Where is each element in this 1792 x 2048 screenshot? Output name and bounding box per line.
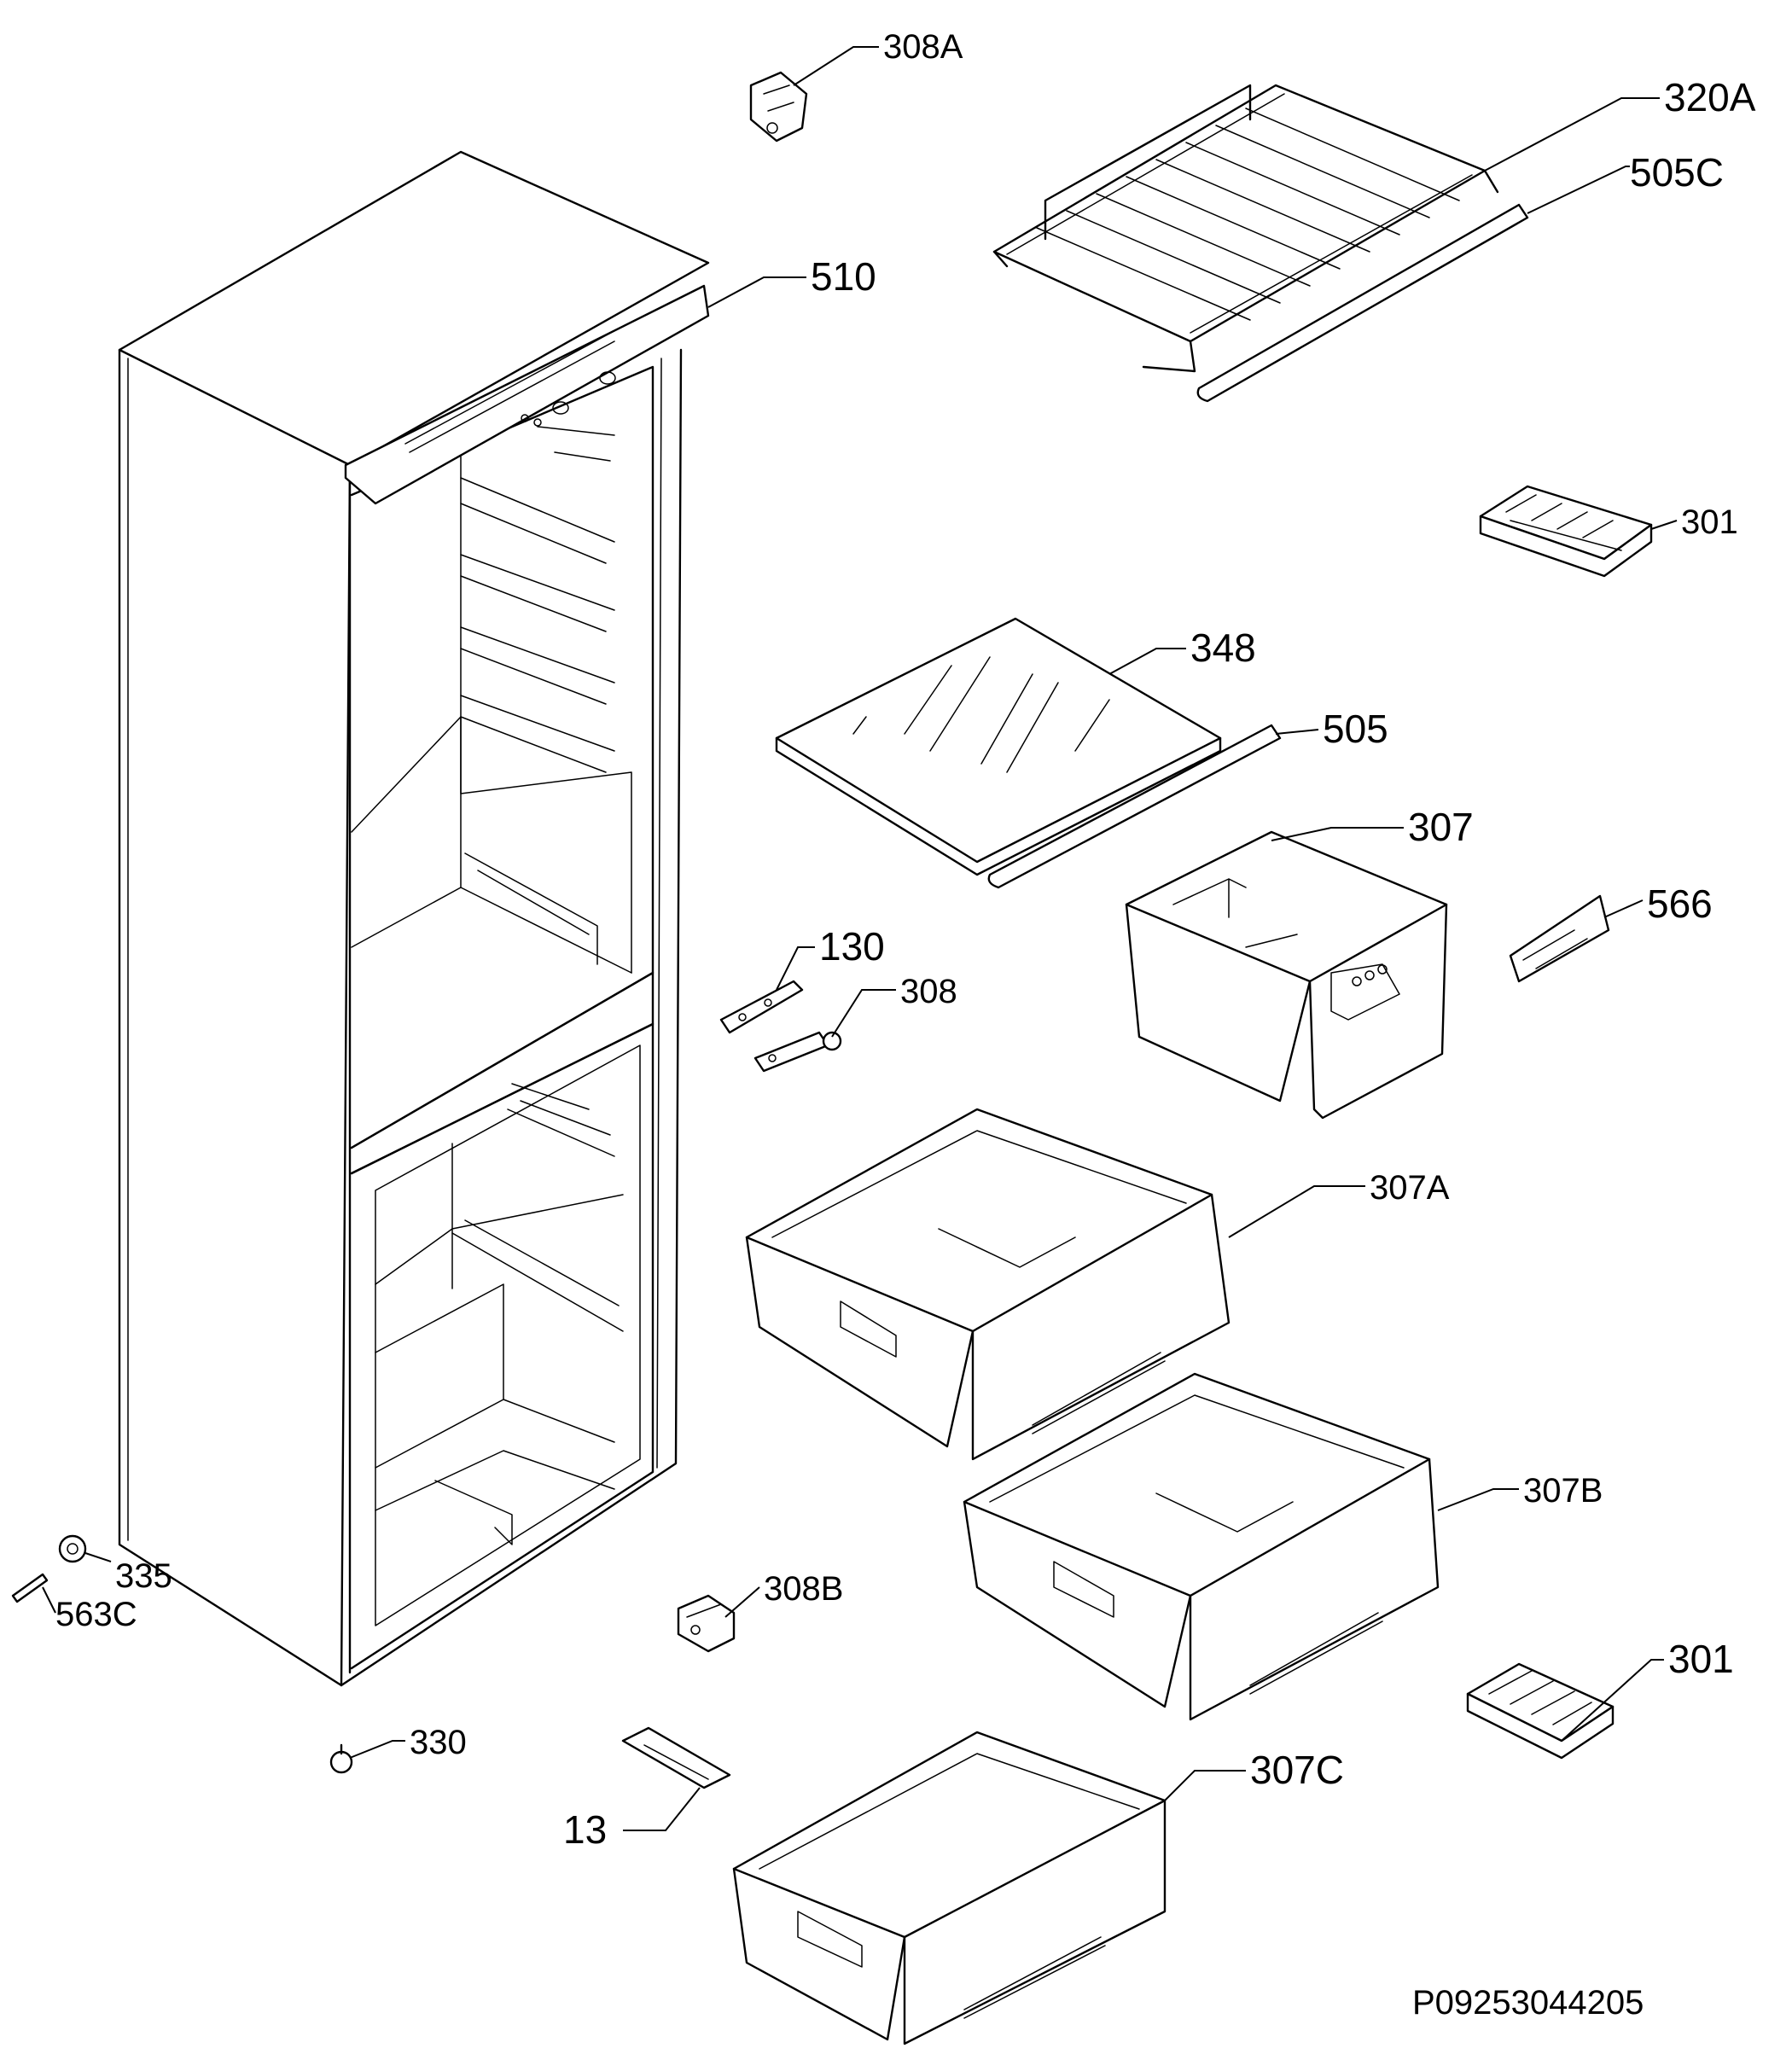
part-labels: 308A 320A 505C 510 301 348 505 307 566 1… — [55, 28, 1756, 1852]
drawing-code: P09253044205 — [1412, 1984, 1644, 2022]
label-307c: 307C — [1250, 1748, 1344, 1792]
wire-shelf-part — [992, 84, 1499, 373]
label-307b: 307B — [1523, 1472, 1603, 1510]
label-505: 505 — [1323, 707, 1388, 751]
label-510: 510 — [811, 254, 876, 299]
ice-tray-part — [1479, 485, 1653, 578]
pin-563c-part — [11, 1573, 49, 1603]
drawer-307b-part — [963, 1372, 1440, 1721]
label-13: 13 — [563, 1807, 607, 1852]
clip-part — [1509, 894, 1610, 983]
label-330: 330 — [410, 1724, 467, 1761]
shelf-trim-part — [1196, 203, 1529, 403]
hinge-308-part — [753, 1031, 842, 1073]
bracket-130-part — [719, 980, 804, 1034]
refrigerator-cabinet — [118, 150, 710, 1687]
label-308: 308 — [900, 973, 957, 1010]
leader-lines — [42, 46, 1678, 1831]
foot-330-part — [329, 1743, 353, 1774]
label-307a: 307A — [1370, 1169, 1450, 1207]
control-panel-part — [344, 284, 710, 505]
hinge-308a-part — [749, 71, 808, 143]
ice-tray-part — [1466, 1662, 1615, 1760]
glass-shelf-part — [775, 617, 1222, 876]
label-335: 335 — [115, 1557, 172, 1595]
drawer-307c-part — [732, 1731, 1167, 2045]
label-308b: 308B — [764, 1570, 843, 1608]
label-563c: 563C — [55, 1596, 137, 1633]
label-320a: 320A — [1664, 75, 1756, 119]
label-301-top: 301 — [1681, 503, 1738, 541]
drawer-307a-part — [745, 1108, 1231, 1461]
label-505c: 505C — [1630, 150, 1724, 195]
label-301-bottom: 301 — [1668, 1637, 1734, 1681]
wheel-335-part — [58, 1534, 87, 1563]
label-348: 348 — [1190, 625, 1256, 670]
hinge-308b-part — [677, 1594, 736, 1653]
label-308a: 308A — [883, 28, 963, 66]
label-130: 130 — [819, 924, 885, 969]
small-bin-part — [1125, 830, 1448, 1120]
glass-shelf-trim-part — [987, 724, 1282, 889]
rail-13-part — [621, 1726, 731, 1789]
label-566: 566 — [1647, 881, 1713, 926]
label-307: 307 — [1408, 805, 1474, 849]
